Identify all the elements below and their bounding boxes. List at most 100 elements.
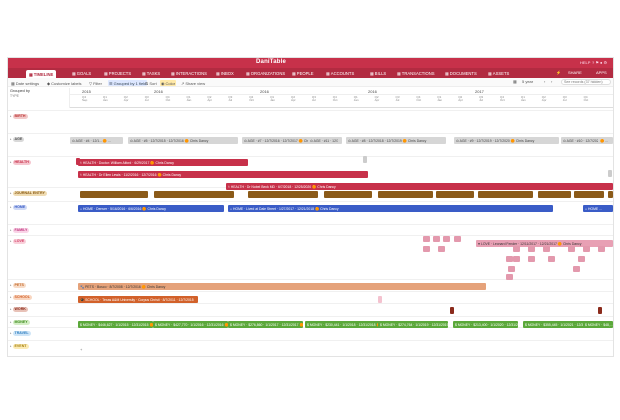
love-record-mark[interactable] [443, 236, 450, 242]
timeline-record-bar[interactable]: ⌂ HOME ... [583, 205, 613, 212]
collapse-arrow-icon[interactable]: ▸ [10, 160, 12, 165]
collapse-arrow-icon[interactable]: ▸ [10, 331, 12, 336]
timeline-record-bar[interactable]: $ MONEY · $446,627 · 1/1/2015 · 12/31/20… [78, 321, 153, 328]
timeline-record-bar[interactable]: $ MONEY · $427,770 · 1/1/2016 · 12/31/20… [153, 321, 228, 328]
group-label-school[interactable]: ▸SCHOOL [10, 295, 32, 300]
color-button[interactable]: ◉Color [160, 80, 177, 86]
group-label-health[interactable]: ▸HEALTH [10, 160, 31, 165]
timeline-record-bar[interactable]: ⚕ HEALTH · Dr Nobel Beck MD · 6/7/2018 ·… [226, 183, 613, 190]
timeline-record-bar[interactable]: $ MONEY · $230,441 · 1/1/2018 · 12/31/20… [305, 321, 380, 328]
tab-bills[interactable]: ▦BILLS [370, 70, 386, 77]
group-label-age[interactable]: ▸AGE [10, 137, 25, 142]
timeline-record-bar[interactable]: ⊙ AGE · #10 · 12/7/2020 · 12/7/2021 🟠 Ch… [561, 137, 611, 144]
timeline-record-bar[interactable]: ⚕ HEALTH · Doctor: William Alford · 6/29… [78, 159, 248, 166]
love-record-mark[interactable] [438, 246, 445, 252]
journal-entry-bar[interactable] [154, 191, 234, 198]
group-button[interactable]: ☰Grouped by 1 field [108, 80, 148, 86]
calendar-icon-button[interactable]: ▦ [513, 79, 517, 84]
prev-nav-icon[interactable]: ‹ [544, 79, 546, 84]
tab-tasks[interactable]: ▦TASKS [142, 70, 160, 77]
zoom-select[interactable]: 5 year [522, 79, 534, 84]
love-record-mark[interactable] [423, 246, 430, 252]
timeline-record-bar[interactable]: ⊙ AGE · #11 · 12/7/... [308, 137, 338, 144]
love-record-mark[interactable] [568, 246, 575, 252]
group-label-journal-entry[interactable]: ▸JOURNAL ENTRY [10, 191, 47, 196]
love-record-mark[interactable] [528, 246, 535, 252]
journal-entry-bar[interactable] [80, 191, 148, 198]
tab-interactions[interactable]: ▦INTERACTIONS [171, 70, 207, 77]
date-settings-button[interactable]: ▦Date settings [11, 80, 40, 86]
group-label-travel[interactable]: ▸TRAVEL [10, 331, 31, 336]
journal-entry-bar[interactable] [248, 191, 318, 198]
sort-button[interactable]: ⇅Sort [145, 80, 157, 86]
love-record-mark[interactable] [598, 246, 605, 252]
tab-accounts[interactable]: ▦ACCOUNTS [326, 70, 354, 77]
timeline-record-bar[interactable]: ⊙ AGE · #5 · 12/7/2015 · 12/7/2016 🟠 Chr… [128, 137, 238, 144]
collapse-arrow-icon[interactable]: ▸ [10, 137, 12, 142]
records-search-input[interactable]: See records (37 hidden) [561, 79, 611, 85]
journal-entry-bar[interactable] [324, 191, 372, 198]
timeline-record-bar[interactable]: ⊙ AGE · #4 · 12/1... 🟠 ... [70, 137, 123, 144]
love-record-mark[interactable] [513, 246, 520, 252]
record-mark[interactable] [608, 170, 612, 177]
share-view-button[interactable]: ↗Share view [181, 80, 206, 86]
love-record-mark[interactable] [548, 256, 555, 262]
record-mark[interactable] [450, 307, 454, 314]
journal-entry-bar[interactable] [378, 191, 433, 198]
tab-projects[interactable]: ▦PROJECTS [104, 70, 131, 77]
collapse-arrow-icon[interactable]: ▸ [10, 307, 12, 312]
timeline-record-bar[interactable]: 🎓 SCHOOL · Texas A&M University · Corpus… [78, 296, 198, 303]
timeline-record-bar[interactable]: $ MONEY · $355,445 · 1/1/2021 · 12/31/20… [523, 321, 588, 328]
love-record-mark[interactable] [423, 236, 430, 242]
collapse-arrow-icon[interactable]: ▸ [10, 239, 12, 244]
record-mark[interactable] [378, 296, 382, 303]
love-record-mark[interactable] [578, 256, 585, 262]
timeline-record-bar[interactable]: $ MONEY · $213,400 · 1/1/2020 · 12/31/20… [453, 321, 518, 328]
group-label-work[interactable]: ▸WORK [10, 307, 28, 312]
timeline-record-bar[interactable]: 🐾 PETS · Bosco · 8/7/2008 · 12/7/2016 🟠 … [78, 283, 486, 290]
collapse-arrow-icon[interactable]: ▸ [10, 228, 12, 233]
collapse-arrow-icon[interactable]: ▸ [10, 283, 12, 288]
group-label-money[interactable]: ▸MONEY [10, 320, 30, 325]
group-label-event[interactable]: ▸EVENT [10, 344, 29, 349]
love-record-mark[interactable] [454, 236, 461, 242]
timeline-record-bar[interactable]: $ MONEY · $48,... 🟠 Chris Dancy [583, 321, 613, 328]
app-title[interactable]: DaniTable [256, 59, 287, 65]
love-record-mark[interactable] [583, 246, 590, 252]
love-record-mark[interactable] [513, 256, 520, 262]
collapse-arrow-icon[interactable]: ▸ [10, 114, 12, 119]
record-mark[interactable] [76, 158, 80, 165]
tab-organizations[interactable]: ▦ORGANIZATIONS [246, 70, 285, 77]
share-button[interactable]: SHARE [568, 70, 582, 75]
timeline-record-bar[interactable]: ⊙ AGE · #8 · 12/7/2018 · 12/7/2019 🟠 Chr… [346, 137, 446, 144]
group-label-pets[interactable]: ▸PETS [10, 283, 26, 288]
filter-button[interactable]: ▽Filter [89, 80, 102, 86]
timeline-record-bar[interactable]: $ MONEY · $274,764 · 1/1/2019 · 12/31/20… [378, 321, 448, 328]
journal-entry-bar[interactable] [574, 191, 604, 198]
tab-goals[interactable]: ▦GOALS [72, 70, 91, 77]
love-record-mark[interactable] [508, 266, 515, 272]
group-label-home[interactable]: ▸HOME [10, 205, 28, 210]
timeline-record-bar[interactable]: 🟠 ... [598, 137, 613, 144]
customize-labels-button[interactable]: ◆Customize labels [47, 80, 82, 86]
group-label-family[interactable]: ▸FAMILY [10, 228, 30, 233]
collapse-arrow-icon[interactable]: ▸ [10, 344, 12, 349]
timeline-record-bar[interactable]: ♥ LOVE · Leonard Fender · 12/11/2017 · 1… [476, 240, 613, 247]
journal-entry-bar[interactable] [538, 191, 571, 198]
collapse-arrow-icon[interactable]: ▸ [10, 320, 12, 325]
tab-assets[interactable]: ▦ASSETS [488, 70, 509, 77]
journal-entry-bar[interactable] [478, 191, 533, 198]
group-label-birth[interactable]: ▸BIRTH [10, 114, 28, 119]
love-record-mark[interactable] [506, 274, 513, 280]
timeline-record-bar[interactable]: ⊙ AGE · #9 · 12/7/2019 · 12/7/2020 🟠 Chr… [454, 137, 559, 144]
collapse-arrow-icon[interactable]: ▸ [10, 191, 12, 196]
collapse-arrow-icon[interactable]: ▸ [10, 295, 12, 300]
record-mark[interactable] [598, 307, 602, 314]
love-record-mark[interactable] [543, 246, 550, 252]
timeline-record-bar[interactable]: ⊙ AGE · #7 · 12/7/2016 · 12/7/2017 🟠 Chr… [242, 137, 342, 144]
love-record-mark[interactable] [573, 266, 580, 272]
journal-entry-bar[interactable] [608, 191, 613, 198]
love-record-mark[interactable] [433, 236, 440, 242]
record-mark[interactable] [363, 156, 367, 163]
topbar-icons[interactable]: ? ⚑ ● ⚙ [592, 60, 608, 65]
